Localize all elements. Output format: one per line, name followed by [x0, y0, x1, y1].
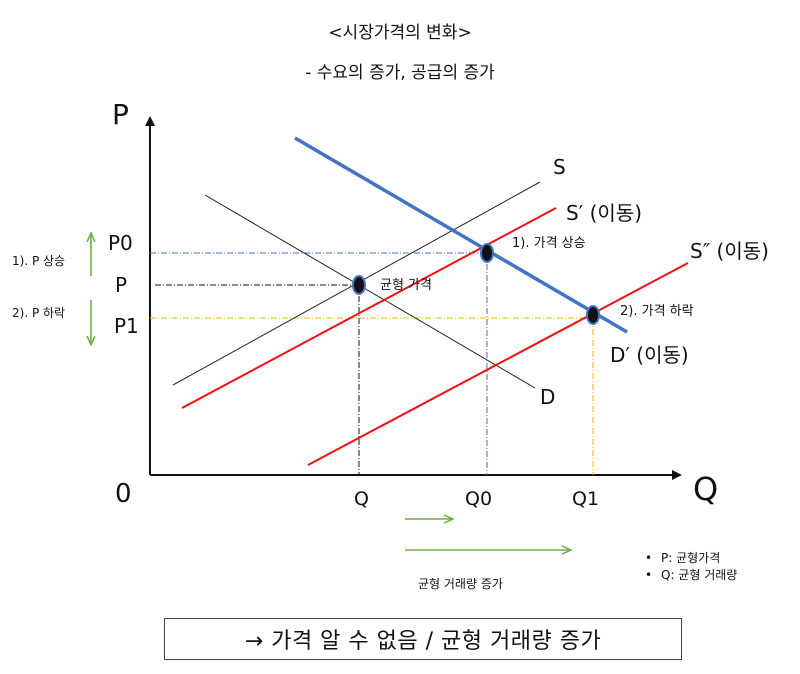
curve-label-d-prime: D′ (이동)	[610, 343, 689, 367]
quantity-tick-q: Q	[354, 488, 369, 510]
chart-subtitle: - 수요의 증가, 공급의 증가	[305, 63, 495, 83]
y-axis-label: P	[112, 98, 129, 131]
quantity-tick-q1: Q1	[572, 488, 599, 510]
conclusion-text: → 가격 알 수 없음 / 균형 거래량 증가	[244, 629, 602, 654]
legend: P: 균형가격 Q: 균형 거래량	[645, 550, 737, 584]
demand-curve-d	[204, 194, 536, 389]
price-down-label: 2). 가격 하락	[620, 304, 694, 319]
price-tick-p: P	[115, 273, 127, 297]
price-up-point	[480, 243, 494, 263]
equilibrium-label: 균형 가격	[380, 278, 432, 293]
demand-curve-d-prime	[294, 136, 628, 334]
legend-item-q: Q: 균형 거래량	[645, 567, 737, 584]
quantity-tick-q0: Q0	[465, 488, 492, 510]
supply-curve-s-prime	[181, 207, 557, 409]
conclusion-box: → 가격 알 수 없음 / 균형 거래량 증가	[164, 618, 682, 660]
bottom-note: 균형 거래량 증가	[418, 577, 503, 591]
legend-item-p: P: 균형가격	[645, 550, 737, 567]
side-note-price-down: 2). P 하락	[12, 306, 65, 320]
price-down-point	[586, 305, 600, 325]
curve-label-d: D	[540, 385, 555, 409]
supply-curve-s-double-prime	[307, 262, 689, 466]
equilibrium-point	[352, 275, 366, 295]
origin-label: 0	[115, 479, 132, 509]
price-tick-p1: P1	[114, 314, 139, 338]
side-note-price-up: 1). P 상승	[12, 254, 65, 268]
curve-label-s-double-prime: S″ (이동)	[690, 239, 769, 263]
curve-label-s-prime: S′ (이동)	[566, 201, 642, 225]
curve-label-s: S	[553, 155, 566, 179]
price-up-label: 1). 가격 상승	[512, 236, 586, 251]
price-tick-p0: P0	[108, 231, 133, 255]
chart-title: <시장가격의 변화>	[328, 23, 472, 43]
x-axis-label: Q	[693, 470, 718, 508]
